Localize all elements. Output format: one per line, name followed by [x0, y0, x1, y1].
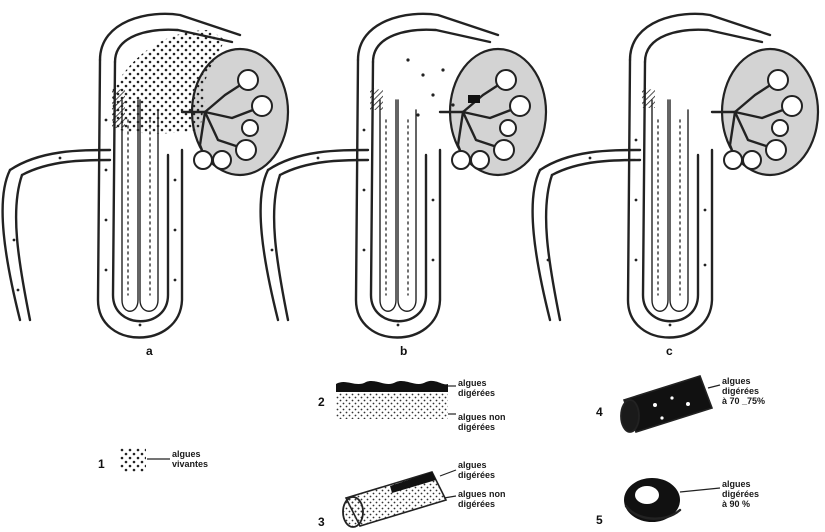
legend-2-digested-layer	[336, 381, 448, 392]
legend-2-upper-line2: digérées	[458, 388, 495, 398]
legend-3-upper-line2: digérées	[458, 470, 495, 480]
panel-b-organ	[261, 14, 546, 338]
legend-3-lower-line2: digérées	[458, 499, 495, 509]
legend-5-line3: à 90 %	[722, 499, 750, 509]
legend-3-cylinder	[343, 472, 446, 527]
legend-5-number: 5	[596, 513, 603, 527]
legend-1-line1: algues	[172, 449, 201, 459]
legend-4-cylinder	[621, 376, 712, 432]
legend-2-number: 2	[318, 395, 325, 409]
panel-c-organ	[533, 14, 818, 338]
legend-2-lower-line2: digérées	[458, 422, 495, 432]
legend-5-ring	[624, 478, 680, 522]
panel-b-label: b	[400, 344, 407, 358]
legend-5-line2: digérées	[722, 489, 759, 499]
legend-4-line3: à 70 _75%	[722, 396, 765, 406]
panel-a-label: a	[146, 344, 153, 358]
panel-a-organ	[3, 14, 288, 338]
legend-4-line2: digérées	[722, 386, 759, 396]
legend-2-undigested-layer	[336, 393, 448, 419]
legend-3-number: 3	[318, 515, 325, 529]
legend-2-lower-line1: algues non	[458, 412, 506, 422]
panel-c-label: c	[666, 344, 673, 358]
legend-5-line1: algues	[722, 479, 751, 489]
legend-4-line1: algues	[722, 376, 751, 386]
legend-2-upper-line1: algues	[458, 378, 487, 388]
legend-1-line2: vivantes	[172, 459, 208, 469]
legend-4-number: 4	[596, 405, 603, 419]
legend-3-upper-line1: algues	[458, 460, 487, 470]
legend-1-swatch	[120, 448, 146, 472]
legend-3-lower-line1: algues non	[458, 489, 506, 499]
legend-1-number: 1	[98, 457, 105, 471]
